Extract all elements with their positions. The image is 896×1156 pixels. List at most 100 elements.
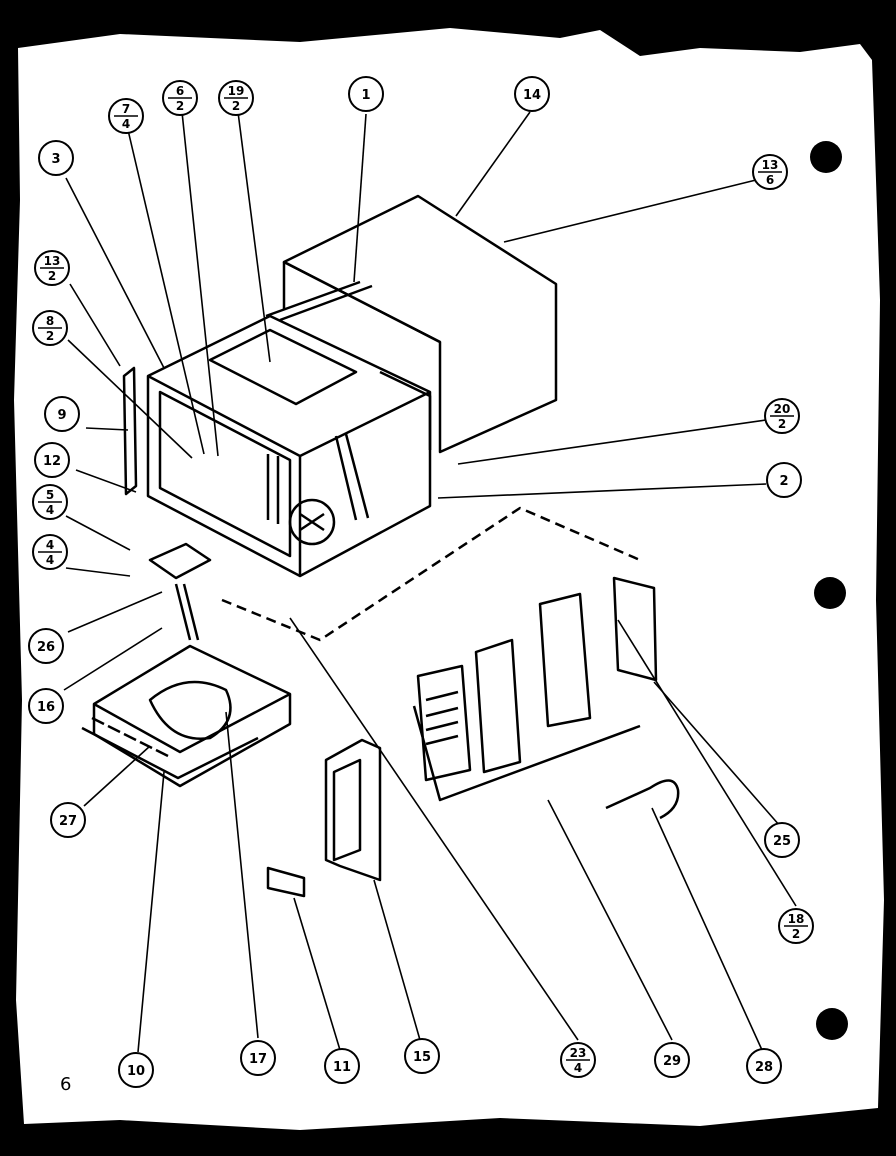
stirrer-motor xyxy=(148,542,212,641)
callout-c14: 14 xyxy=(514,76,550,112)
callout-page-ref: 4 xyxy=(46,503,54,517)
callout-circle xyxy=(404,1038,440,1074)
callout-number: 13 xyxy=(762,158,779,172)
callout-circle xyxy=(34,442,70,478)
door-frame xyxy=(324,738,382,882)
callout-c1: 1 xyxy=(348,76,384,112)
callout-c9: 9 xyxy=(44,396,80,432)
callout-number: 23 xyxy=(570,1046,587,1060)
callout-circle xyxy=(28,628,64,664)
callout-number: 25 xyxy=(773,834,791,849)
callout-number: 1 xyxy=(361,88,370,103)
callout-page-ref: 6 xyxy=(766,173,774,187)
callout-c20-2: 202 xyxy=(764,398,800,434)
base-grille xyxy=(81,716,259,780)
callout-c8-2: 82 xyxy=(32,310,68,346)
callout-circle xyxy=(746,1048,782,1084)
callout-circle xyxy=(514,76,550,112)
callout-page-ref: 4 xyxy=(46,553,54,567)
callout-number: 6 xyxy=(176,84,184,98)
callout-number: 16 xyxy=(37,700,55,715)
callout-number: 12 xyxy=(43,454,61,469)
callout-circle xyxy=(50,802,86,838)
callout-c13-6: 136 xyxy=(752,154,788,190)
callout-number: 9 xyxy=(57,408,66,423)
callout-c26: 26 xyxy=(28,628,64,664)
callout-circle xyxy=(38,140,74,176)
callout-number: 4 xyxy=(46,538,54,552)
callout-number: 14 xyxy=(523,88,541,103)
oven-chassis xyxy=(146,280,432,578)
callout-c17: 17 xyxy=(240,1040,276,1076)
callout-page-ref: 2 xyxy=(232,99,240,113)
callout-number: 13 xyxy=(44,254,61,268)
callout-c10: 10 xyxy=(118,1052,154,1088)
callout-c2: 2 xyxy=(766,462,802,498)
callout-c27: 27 xyxy=(50,802,86,838)
callout-number: 18 xyxy=(788,912,805,926)
callout-c13-2: 132 xyxy=(34,250,70,286)
cabinet-wrapper xyxy=(282,194,558,454)
callout-page-ref: 2 xyxy=(778,417,786,431)
callout-circle xyxy=(118,1052,154,1088)
callout-number: 29 xyxy=(663,1054,681,1069)
hinge-strip xyxy=(122,366,138,496)
callout-number: 26 xyxy=(37,640,55,655)
thermal-wire xyxy=(605,779,680,820)
page-number: 6 xyxy=(60,1074,71,1095)
callout-number: 5 xyxy=(46,488,54,502)
callout-c25: 25 xyxy=(764,822,800,858)
callout-circle xyxy=(240,1040,276,1076)
callout-page-ref: 2 xyxy=(48,269,56,283)
callout-number: 20 xyxy=(774,402,791,416)
callout-c4-4: 44 xyxy=(32,534,68,570)
callout-number: 10 xyxy=(127,1064,145,1079)
callout-page-ref: 2 xyxy=(46,329,54,343)
callout-page-ref: 2 xyxy=(792,927,800,941)
punch-hole-top xyxy=(810,141,842,173)
callout-circle xyxy=(348,76,384,112)
callout-c28: 28 xyxy=(746,1048,782,1084)
callout-circle xyxy=(28,688,64,724)
callout-page-ref: 4 xyxy=(574,1061,582,1075)
callout-number: 8 xyxy=(46,314,54,328)
callout-c5-4: 54 xyxy=(32,484,68,520)
callout-number: 11 xyxy=(333,1060,351,1075)
callout-number: 17 xyxy=(249,1052,267,1067)
callout-c12: 12 xyxy=(34,442,70,478)
leader-lines xyxy=(63,111,797,1053)
door-choke xyxy=(266,866,306,898)
callout-number: 19 xyxy=(228,84,245,98)
mount-outline xyxy=(221,506,641,642)
callout-c11: 11 xyxy=(324,1048,360,1084)
callout-number: 3 xyxy=(51,152,60,167)
callout-circle xyxy=(764,822,800,858)
callout-c19-2: 192 xyxy=(218,80,254,116)
callout-c18-2: 182 xyxy=(778,908,814,944)
callout-c7-4: 74 xyxy=(108,98,144,134)
punch-hole-middle xyxy=(814,577,846,609)
paper-sheet xyxy=(14,28,884,1130)
callout-number: 28 xyxy=(755,1060,773,1075)
callout-c16: 16 xyxy=(28,688,64,724)
control-panel xyxy=(412,638,641,802)
callout-number: 7 xyxy=(122,102,130,116)
callout-c6-2: 62 xyxy=(162,80,198,116)
callout-c3: 3 xyxy=(38,140,74,176)
callout-circle xyxy=(324,1048,360,1084)
callout-c29: 29 xyxy=(654,1042,690,1078)
callout-circle xyxy=(44,396,80,432)
callout-page-ref: 2 xyxy=(176,99,184,113)
punch-hole-bottom xyxy=(816,1008,848,1040)
callout-circle xyxy=(654,1042,690,1078)
callout-number: 2 xyxy=(779,474,788,489)
fan-assembly xyxy=(288,498,336,546)
callout-page-ref: 4 xyxy=(122,117,130,131)
callout-circle xyxy=(766,462,802,498)
callout-number: 15 xyxy=(413,1050,431,1065)
callout-c23-4: 234 xyxy=(560,1042,596,1078)
callout-c15: 15 xyxy=(404,1038,440,1074)
